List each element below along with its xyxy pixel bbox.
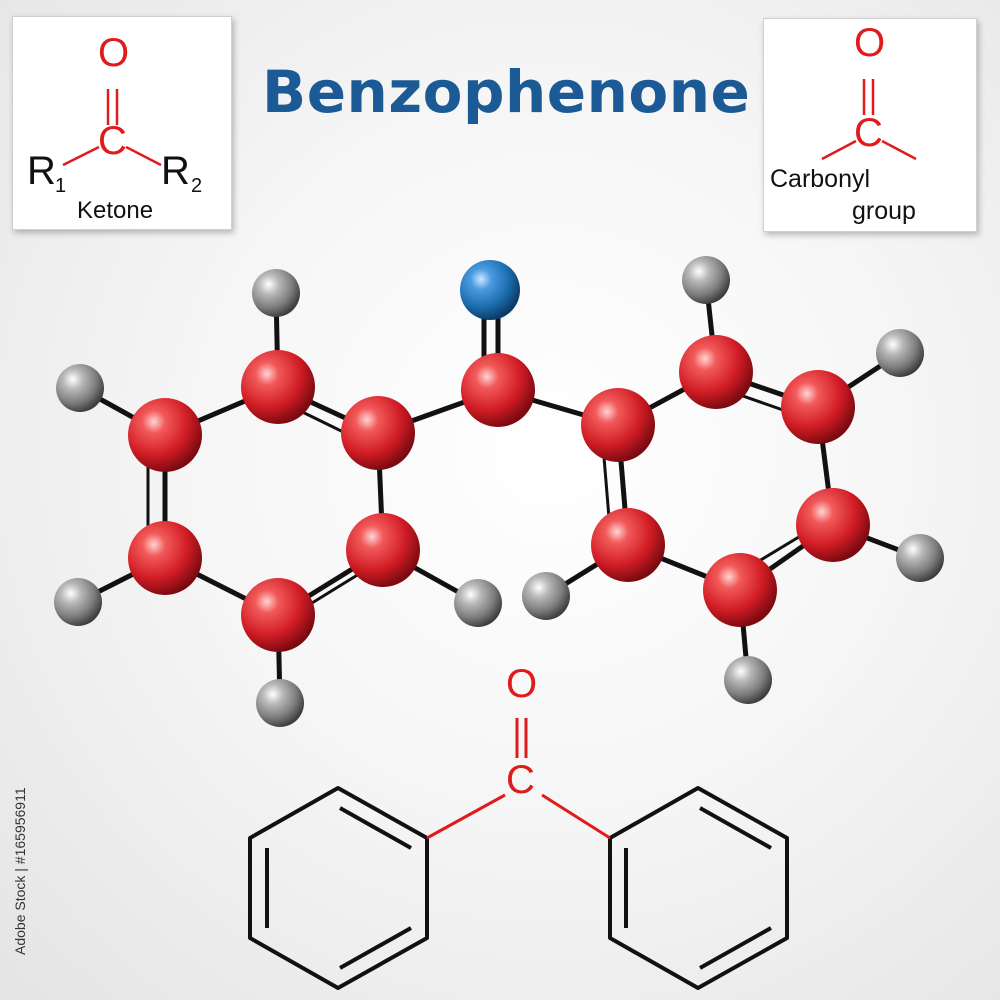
hydrogen-atom — [682, 256, 730, 304]
ketone-bond-r1 — [62, 145, 100, 167]
ring-double-bond — [699, 926, 772, 970]
hydrogen-atom — [454, 579, 502, 627]
ring-double-bond — [339, 806, 412, 850]
carbon-atom — [128, 521, 202, 595]
ketone-r1-subscript: 1 — [55, 175, 67, 197]
bond-to-left-ring — [426, 793, 506, 840]
carbon-atom — [346, 513, 420, 587]
page-title: Benzophenone — [262, 58, 751, 126]
left-benzene-ring — [248, 786, 429, 990]
carbonyl-caption-line2: group — [852, 197, 916, 225]
carbonyl-caption-line1: Carbonyl — [770, 165, 871, 193]
ketone-carbon-label: C — [98, 119, 127, 163]
hydrogen-atom — [876, 329, 924, 377]
carbon-atom — [341, 396, 415, 470]
carbonyl-oxygen-label: O — [854, 21, 886, 65]
carbon-atom — [781, 370, 855, 444]
hydrogen-atom — [54, 578, 102, 626]
hydrogen-atom — [724, 656, 772, 704]
carbon-atom — [679, 335, 753, 409]
carbonyl-structure — [821, 79, 917, 161]
carbon-atom — [703, 553, 777, 627]
ketone-structure — [62, 89, 162, 167]
oxygen-atom — [460, 260, 520, 320]
skeletal-rings — [248, 786, 789, 990]
ketone-oxygen-label: O — [98, 31, 130, 75]
carbonyl-carbon-atom — [461, 353, 535, 427]
hydrogen-atom — [256, 679, 304, 727]
ring-double-bond — [699, 806, 772, 850]
hydrogen-atom — [522, 572, 570, 620]
carbonyl-bond-right — [881, 139, 917, 161]
ketone-r2-subscript: 2 — [191, 175, 203, 197]
atoms — [54, 256, 944, 727]
skeletal-carbon-label: C — [506, 758, 535, 802]
carbon-atom — [241, 350, 315, 424]
ketone-r2-label: R — [161, 149, 190, 193]
skeletal-carbonyl-bonds — [426, 718, 611, 840]
ketone-caption: Ketone — [77, 197, 154, 224]
right-benzene-ring — [608, 786, 789, 990]
hydrogen-atom — [56, 364, 104, 412]
hydrogen-atom — [896, 534, 944, 582]
carbon-atom — [581, 388, 655, 462]
ketone-bond-r2 — [125, 145, 162, 167]
ring-double-bond — [339, 926, 412, 970]
carbon-atom — [796, 488, 870, 562]
carbon-atom — [241, 578, 315, 652]
carbon-atom — [128, 398, 202, 472]
carbon-atom — [591, 508, 665, 582]
skeletal-oxygen-label: O — [506, 662, 538, 706]
ketone-inset: O C R 1 R 2 Ketone — [12, 16, 232, 230]
hydrogen-atom — [252, 269, 300, 317]
carbonyl-inset: O C Carbonyl group — [763, 18, 977, 232]
carbonyl-carbon-label: C — [854, 111, 883, 155]
bond-to-right-ring — [541, 793, 611, 840]
carbonyl-bond-left — [821, 139, 857, 161]
ketone-r1-label: R — [27, 149, 56, 193]
stock-id-label: Adobe Stock | #165956911 — [12, 787, 28, 955]
